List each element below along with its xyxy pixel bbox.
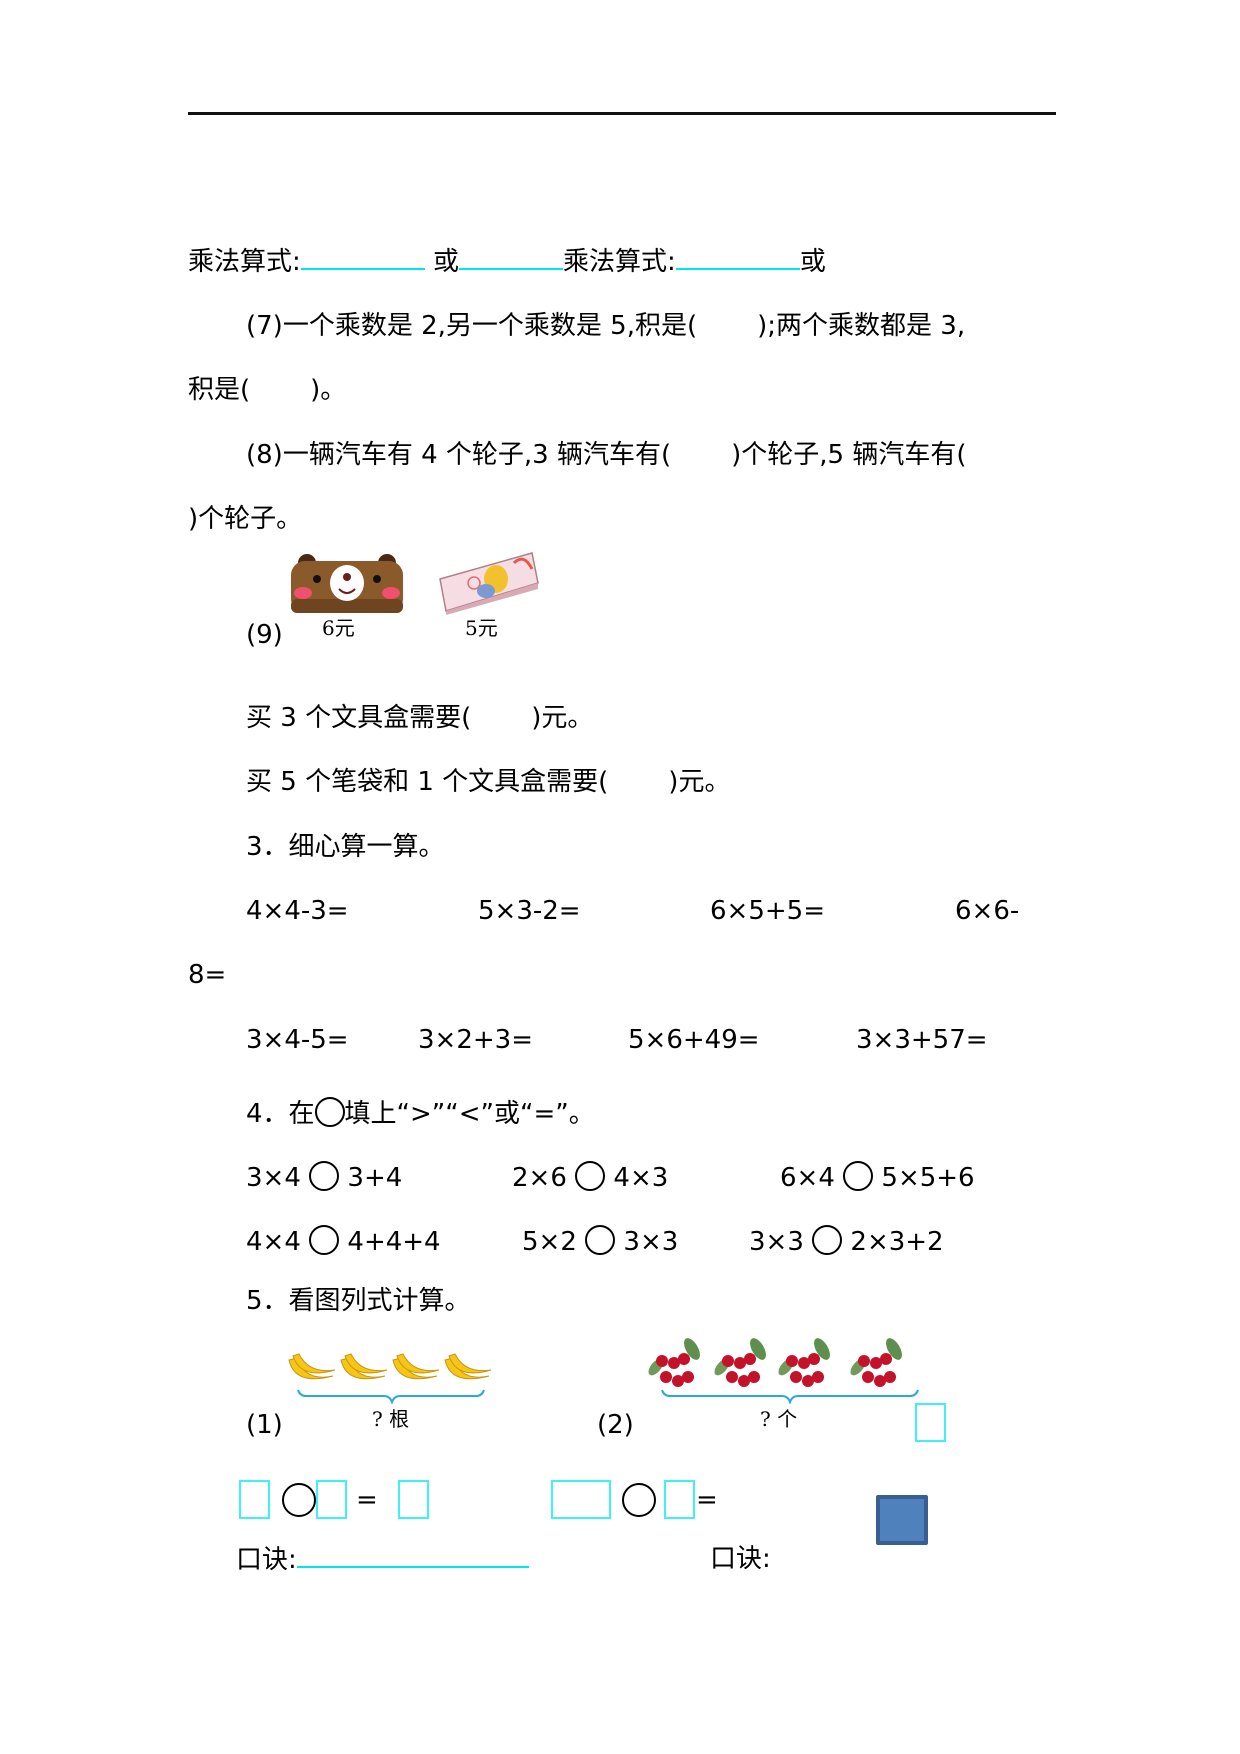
compare-circle-input[interactable] — [575, 1161, 606, 1191]
koujue-line-1: 口诀: — [236, 1544, 529, 1575]
blue-square-shape — [876, 1495, 928, 1545]
bracket-icon — [661, 1389, 919, 1404]
compare-circle-input[interactable] — [309, 1161, 340, 1191]
calc-item-wrap: 8= — [188, 960, 227, 990]
compare-right: 3+4 — [347, 1163, 403, 1193]
answer-box[interactable] — [664, 1480, 695, 1519]
bracket-icon — [297, 1389, 485, 1404]
q7-text: )。 — [310, 375, 347, 405]
four-cherry-clusters-image — [648, 1338, 902, 1387]
answer-blank[interactable] — [459, 246, 564, 270]
koujue-blank[interactable] — [296, 1544, 529, 1568]
answer-box[interactable] — [316, 1480, 347, 1519]
q7-text: 积是( — [188, 375, 251, 405]
calc-item: 6×5+5= — [710, 896, 825, 926]
answer-box[interactable] — [398, 1480, 429, 1519]
answer-blank[interactable] — [300, 246, 425, 270]
koujue-label: 口诀: — [236, 1545, 297, 1575]
four-banana-bunches-image — [288, 1353, 492, 1380]
compare-item: 2×6 4×3 — [512, 1161, 668, 1193]
compare-item: 4×4 4+4+4 — [246, 1225, 441, 1257]
stationery-box-image — [439, 552, 539, 615]
q9-sub2: 买 5 个笔袋和 1 个文具盒需要( )元。 — [246, 767, 730, 797]
q7-line2: 积是( )。 — [188, 375, 346, 405]
q9-label: (9) — [246, 620, 283, 650]
q8-line2: )个轮子。 — [188, 504, 303, 534]
calc-item: 5×6+49= — [628, 1025, 760, 1055]
calc-item: 3×3+57= — [856, 1025, 988, 1055]
equals-sign: = — [696, 1485, 718, 1515]
compare-circle-input[interactable] — [843, 1161, 874, 1191]
section4-title-text: 填上“>”“<”或“=”。 — [344, 1099, 595, 1129]
answer-box[interactable] — [239, 1480, 270, 1519]
compare-left: 3×4 — [246, 1163, 301, 1193]
section4-title: 4．在填上“>”“<”或“=”。 — [246, 1097, 595, 1129]
equals-sign: = — [356, 1485, 378, 1515]
or-text: 或 — [433, 247, 460, 277]
operator-circle-input[interactable] — [622, 1483, 656, 1517]
q9-text: )元。 — [531, 703, 594, 733]
koujue-line-2: 口诀: — [710, 1544, 771, 1574]
q8-text: )个轮子,5 辆汽车有( — [731, 440, 967, 470]
compare-left: 6×4 — [780, 1163, 835, 1193]
q9-text: 买 5 个笔袋和 1 个文具盒需要( — [246, 767, 609, 797]
compare-right: 4+4+4 — [347, 1227, 441, 1257]
calc-item: 3×4-5= — [246, 1025, 349, 1055]
or-text: 或 — [799, 247, 826, 277]
part1-label: (1) — [246, 1410, 283, 1440]
compare-left: 3×3 — [749, 1227, 804, 1257]
multiplication-formula-line: 乘法算式: 或 乘法算式: 或 — [188, 246, 826, 277]
compare-circle-input[interactable] — [309, 1225, 340, 1255]
compare-item: 5×2 3×3 — [522, 1225, 678, 1257]
compare-right: 2×3+2 — [850, 1227, 944, 1257]
q9-text: 买 3 个文具盒需要( — [246, 703, 472, 733]
section5-title: 5．看图列式计算。 — [246, 1286, 471, 1316]
koujue-label: 口诀: — [710, 1544, 771, 1574]
header-rule — [188, 112, 1056, 115]
compare-left: 2×6 — [512, 1163, 567, 1193]
compare-right: 4×3 — [613, 1163, 669, 1193]
compare-right: 5×5+6 — [881, 1163, 975, 1193]
calc-item: 6×6- — [955, 896, 1020, 926]
formula-label: 乘法算式: — [188, 247, 301, 277]
compare-item: 3×3 2×3+2 — [749, 1225, 944, 1257]
part2-label: (2) — [597, 1410, 634, 1440]
compare-right: 3×3 — [623, 1227, 679, 1257]
bear-case-price: 6元 — [322, 616, 355, 640]
compare-circle-input[interactable] — [585, 1225, 616, 1255]
q8-text: (8)一辆汽车有 4 个轮子,3 辆汽车有( — [246, 440, 672, 470]
section3-title: 3．细心算一算。 — [246, 832, 445, 862]
calc-item: 4×4-3= — [246, 896, 349, 926]
brace-label: ? 根 — [372, 1407, 410, 1431]
answer-box[interactable] — [551, 1480, 611, 1519]
brace-label: ? 个 — [760, 1407, 798, 1431]
answer-box[interactable] — [915, 1403, 946, 1442]
answer-blank[interactable] — [675, 246, 800, 270]
operator-circle-input[interactable] — [282, 1483, 316, 1517]
q7-line1: (7)一个乘数是 2,另一个乘数是 5,积是( );两个乘数都是 3, — [246, 311, 965, 341]
q8-line1: (8)一辆汽车有 4 个轮子,3 辆汽车有( )个轮子,5 辆汽车有( — [246, 440, 966, 470]
compare-circle-input[interactable] — [812, 1225, 843, 1255]
calc-item: 5×3-2= — [478, 896, 581, 926]
section4-title-text: 4．在 — [246, 1099, 315, 1129]
q7-text: );两个乘数都是 3, — [757, 311, 966, 341]
stationery-box-price: 5元 — [465, 616, 498, 640]
compare-left: 5×2 — [522, 1227, 577, 1257]
bear-pencil-case-image — [291, 554, 403, 613]
q9-sub1: 买 3 个文具盒需要( )元。 — [246, 703, 593, 733]
compare-item: 6×4 5×5+6 — [780, 1161, 975, 1193]
compare-circle-icon — [314, 1097, 345, 1127]
formula-label: 乘法算式: — [563, 247, 676, 277]
compare-left: 4×4 — [246, 1227, 301, 1257]
q9-text: )元。 — [668, 767, 731, 797]
calc-item: 3×2+3= — [418, 1025, 533, 1055]
compare-item: 3×4 3+4 — [246, 1161, 402, 1193]
q7-text: (7)一个乘数是 2,另一个乘数是 5,积是( — [246, 311, 698, 341]
